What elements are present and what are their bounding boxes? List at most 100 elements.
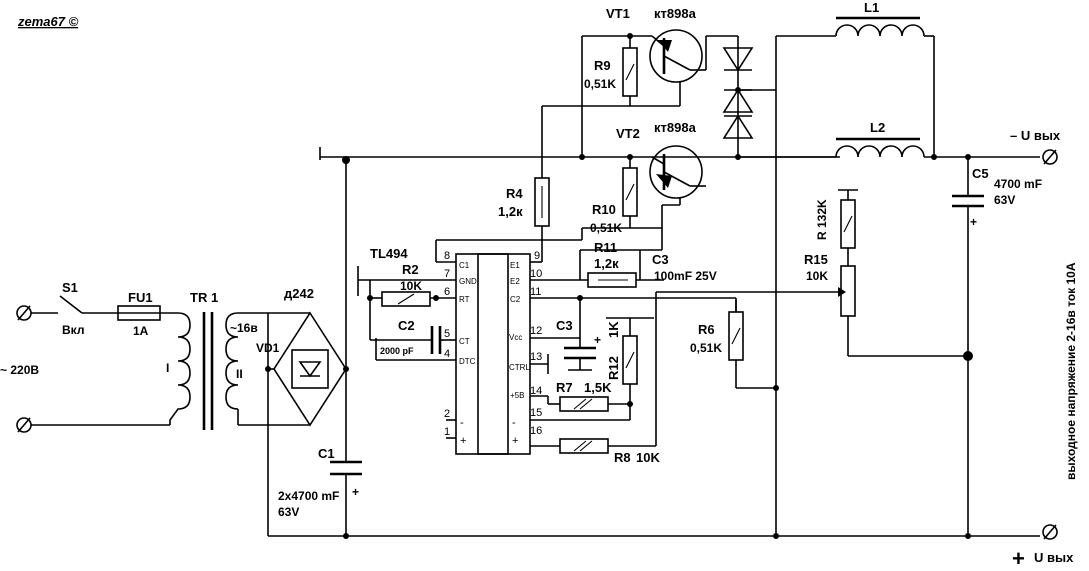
r9-ref: R9 [594,58,611,73]
bridge-vd1 [273,311,347,427]
diode-stack [706,35,777,157]
ic-pin16-name: + [512,435,518,447]
r4-ref: R4 [506,186,523,201]
resistor-r13 [840,199,856,249]
tr1-secondary: II [236,367,243,381]
r7-ref: R7 [556,380,573,395]
ic-pin11-num: 11 [530,286,541,298]
ic-pin13-num: 13 [530,351,542,363]
s1-ref: S1 [62,280,78,295]
ic-pin13-name: CTRL [509,363,530,372]
inductor-l2 [835,137,925,158]
r11-value: 1,2к [594,256,619,271]
ic-pin10-name: E2 [510,277,520,286]
resistor-r2 [381,291,431,307]
output-terminal-minus [1042,149,1058,165]
r15-value: 10K [806,269,828,283]
ic-pin9-name: E1 [510,261,520,270]
ic-pin4-name: DTC [459,357,476,366]
r12-ref: R12 [606,356,621,380]
input-terminal-bottom [16,417,32,433]
output-terminal-plus [1042,524,1058,540]
l1-ref: L1 [864,0,879,15]
capacitor-c1 [330,460,362,536]
fu1-value: 1A [133,324,149,338]
r7-value: 1,5K [584,380,612,395]
ic-pin14-num: 14 [530,385,542,397]
switch-s1 [59,295,118,314]
capacitor-c2 [430,326,442,354]
tr1-primary: I [166,361,169,375]
ic-pin15-name: - [512,417,516,429]
c1-value: 2x4700 mF [278,489,339,503]
vt2-type: кт898а [654,120,697,135]
r13-label: R 132K [815,199,829,240]
c3b-plus: + [594,333,601,347]
ic-pin1-num: 1 [444,426,450,438]
ic-pin6-num: 6 [444,286,450,298]
c2-ref: C2 [398,318,415,333]
ic-pin9-num: 9 [534,250,540,262]
ic-pin4-num: 4 [444,348,450,360]
resistor-r4 [534,177,550,227]
ic-pin8-num: 8 [444,250,450,262]
ic-pin16-num: 16 [530,425,542,437]
c5-value: 4700 mF [994,177,1042,191]
author-label: zema67 © [17,14,79,29]
r12-value: 1K [606,321,621,338]
output-plus-sign: + [1012,546,1025,571]
output-minus-label: – U вых [1010,128,1061,143]
ic-pin2-num: 2 [444,408,450,420]
transistor-vt1 [649,29,706,106]
fuse-fu1 [117,305,178,321]
r15-ref: R15 [804,252,828,267]
c5-ref: C5 [972,166,989,181]
resistor-r6 [728,311,744,361]
capacitor-c3 [564,346,596,360]
r2-ref: R2 [402,262,419,277]
c1-plus: + [352,485,359,499]
ic-pin14-name: +5B [510,391,524,400]
c2-value: 2000 pF [380,346,414,356]
c3b-ref: C3 [556,318,573,333]
r9-value: 0,51K [584,77,616,91]
vd1-type: д242 [284,286,314,301]
capacitor-c5 [952,194,984,208]
c3a-ref: C3 [652,252,669,267]
fu1-ref: FU1 [128,290,153,305]
ic-ref: TL494 [370,246,408,261]
ic-pin12-num: 12 [530,325,542,337]
ic-pin8-name: C1 [459,261,470,270]
resistor-r7 [559,396,609,412]
c3a-value: 100mF 25V [654,269,717,283]
resistor-r9 [622,47,638,97]
resistor-r10 [622,167,638,217]
r6-value: 0,51K [690,341,722,355]
s1-label: Вкл [62,323,84,337]
r2-value: 10K [400,279,422,293]
vt1-ref: VT1 [606,6,630,21]
tr1-sec-voltage: ~16в [230,321,258,335]
r8-value: 10K [636,450,660,465]
transformer-tr1 [169,312,268,430]
input-terminal-top [16,305,32,321]
ic-pin1-name: + [460,435,466,447]
ic-pin7-num: 7 [444,268,450,280]
c1-ref: C1 [318,446,335,461]
vt2-ref: VT2 [616,126,640,141]
c5-plus: + [970,215,977,229]
ic-pin5-num: 5 [444,328,450,340]
r11-ref: R11 [594,240,617,255]
output-title: выходное напряжение 2-16в ток 10А [1064,262,1078,480]
vd1-ref: VD1 [256,341,280,355]
ic-pin11-name: C2 [510,295,521,304]
resistor-r8 [559,438,609,454]
c1-voltage: 63V [278,505,299,519]
ic-tl494 [455,253,531,455]
resistor-r12 [622,335,638,385]
ic-pin12-name: Vcc [509,333,522,342]
transistor-vt2 [649,145,706,205]
ic-pin6-name: RT [459,295,470,304]
ic-pin10-num: 10 [530,268,542,280]
l2-ref: L2 [870,120,885,135]
